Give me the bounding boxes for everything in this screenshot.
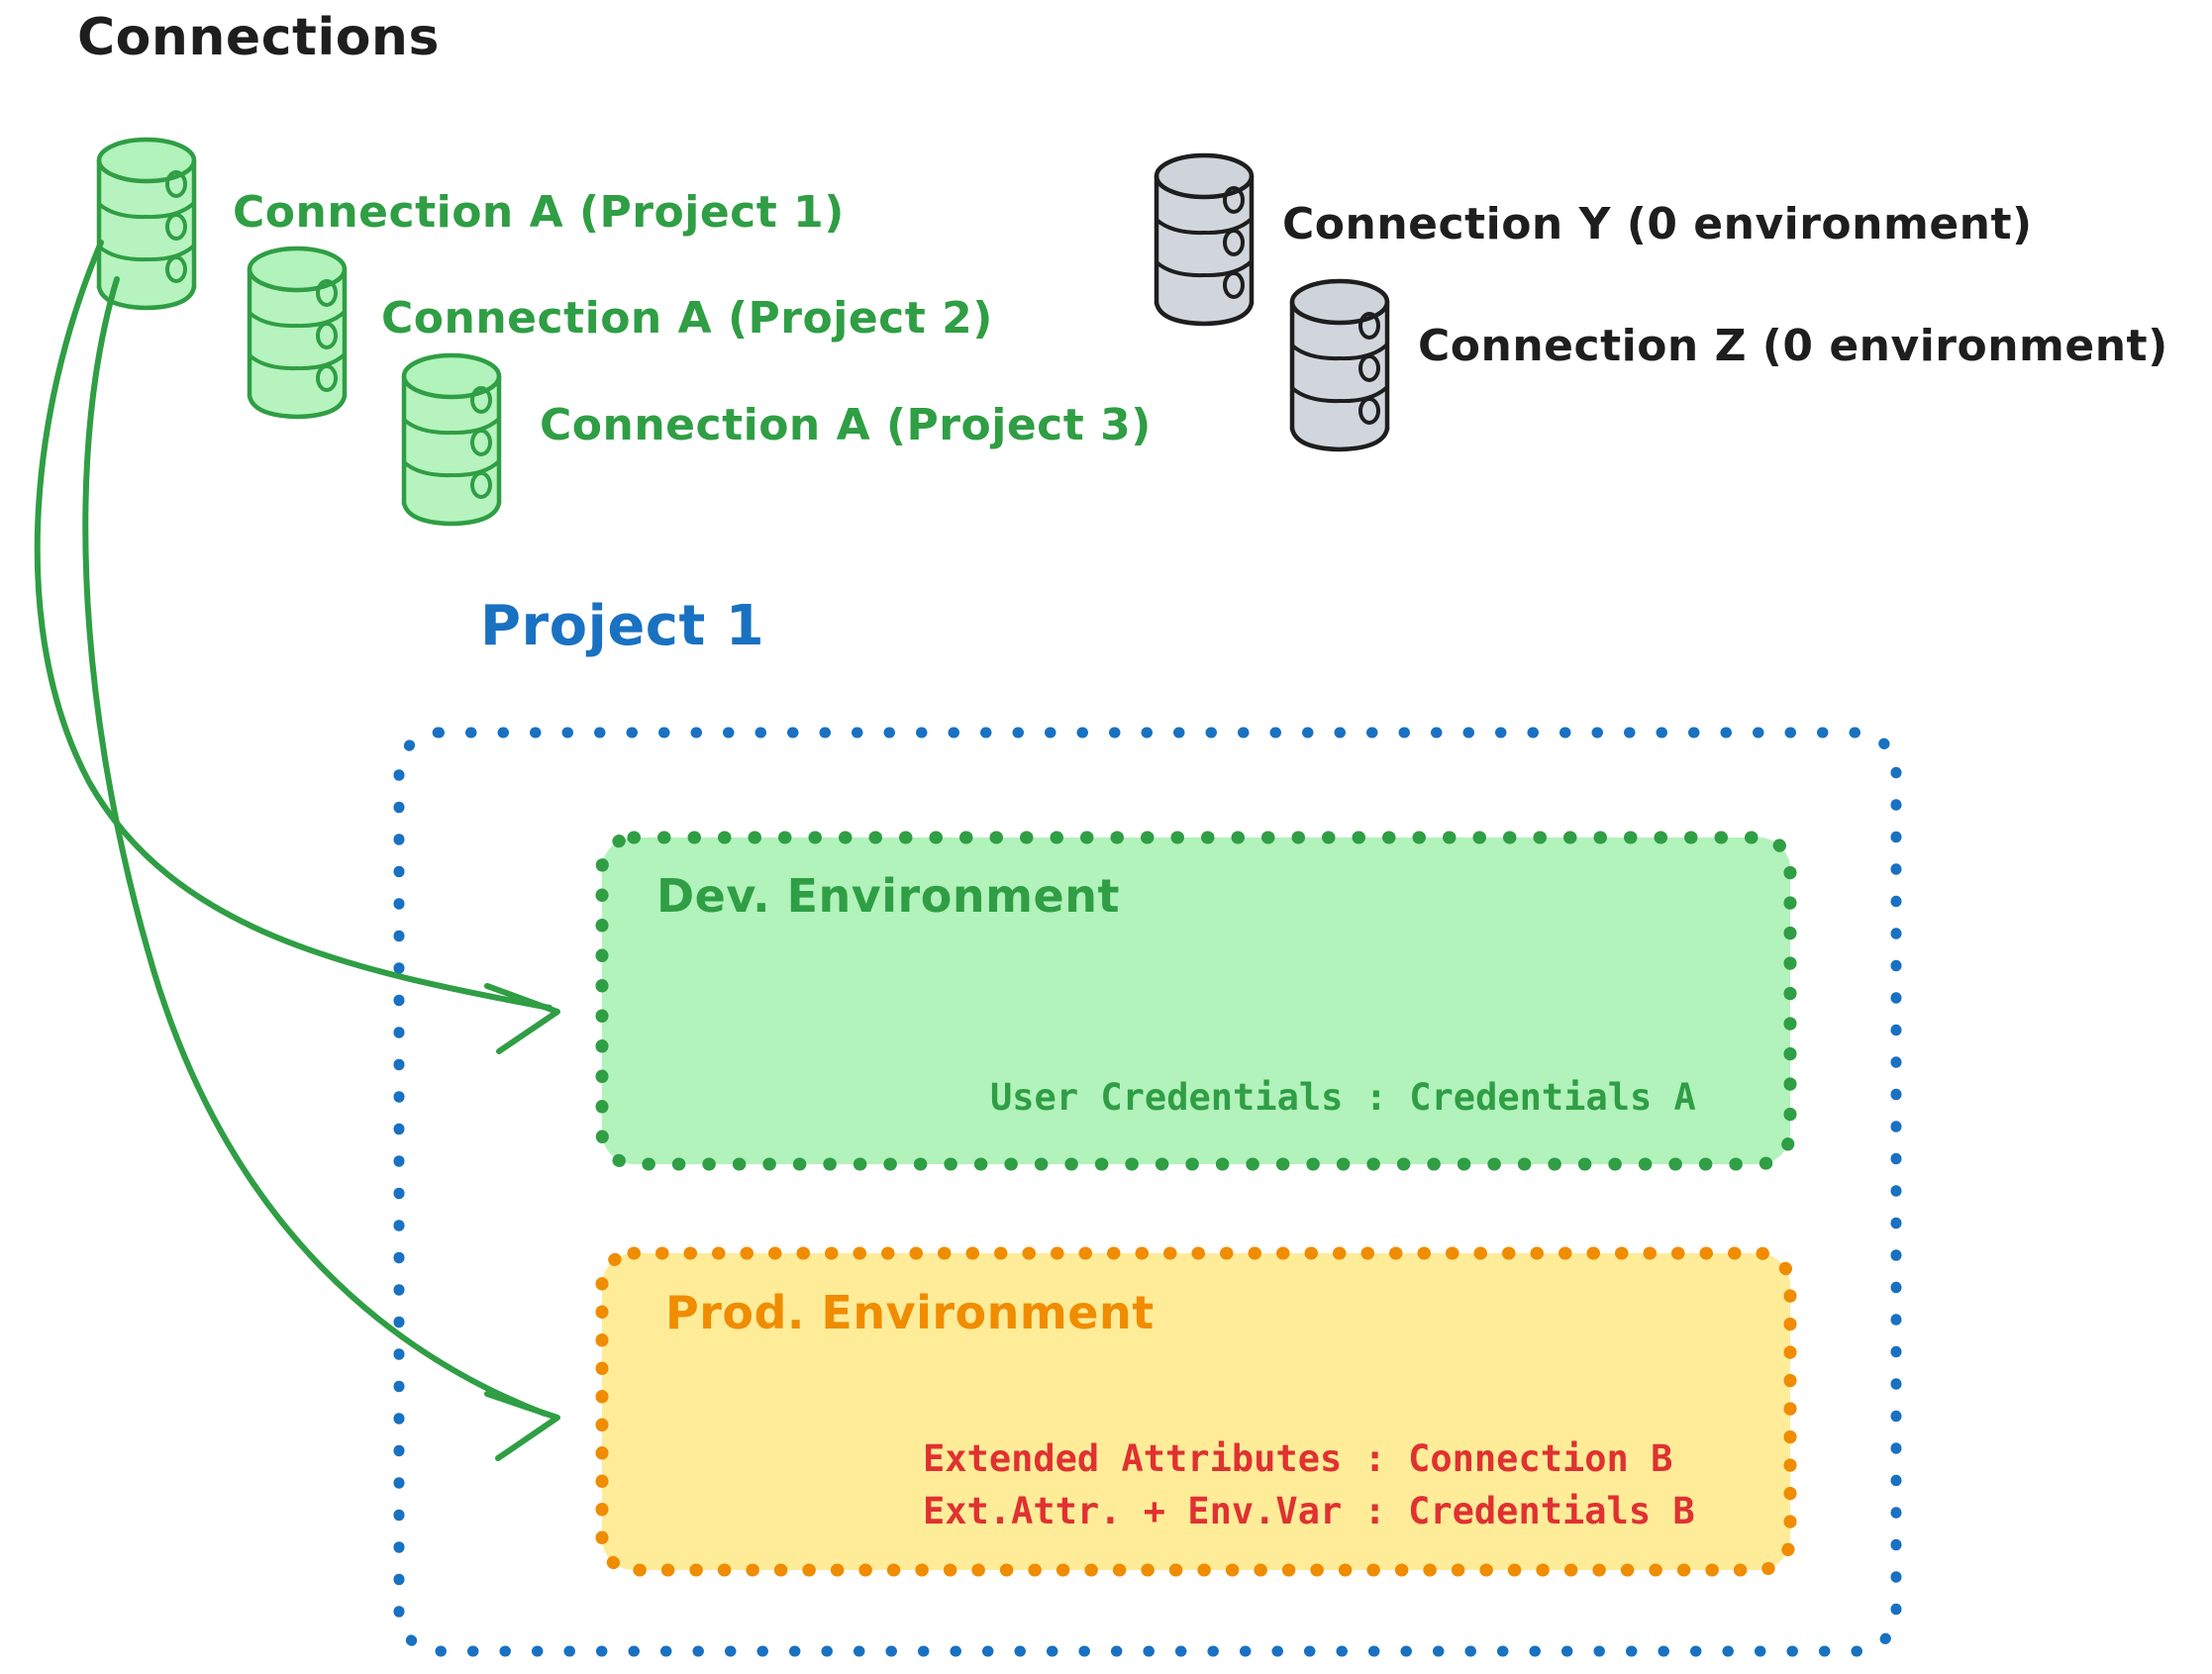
- prod-environment-row-extended-attributes: Extended Attributes : Connection B: [923, 1437, 1673, 1480]
- database-cylinder-icon-connection-a-3[interactable]: [401, 352, 502, 527]
- prod-environment-title: Prod. Environment: [665, 1286, 1155, 1339]
- arrow-connection-a-to-prod-environment: [82, 276, 560, 1461]
- connection-label-a-project-1[interactable]: Connection A (Project 1): [233, 187, 845, 238]
- project-title: Project 1: [480, 594, 765, 658]
- dev-environment-row-user-credentials: User Credentials : Credentials A: [990, 1076, 1696, 1119]
- page-title: Connections: [77, 8, 440, 67]
- arrow-connection-a-to-dev-environment: [34, 240, 560, 1054]
- database-cylinder-icon-connection-a-2[interactable]: [247, 246, 348, 420]
- database-cylinder-icon-connection-a-1[interactable]: [96, 137, 197, 311]
- dev-environment-title: Dev. Environment: [656, 869, 1120, 923]
- database-cylinder-icon-connection-z[interactable]: [1289, 278, 1390, 452]
- connection-label-z[interactable]: Connection Z (0 environment): [1418, 321, 2168, 371]
- connection-label-a-project-3[interactable]: Connection A (Project 3): [540, 400, 1152, 450]
- connection-label-a-project-2[interactable]: Connection A (Project 2): [381, 293, 993, 344]
- connection-label-y[interactable]: Connection Y (0 environment): [1282, 199, 2033, 249]
- project-1-container: [393, 727, 1902, 1657]
- database-cylinder-icon-connection-y[interactable]: [1154, 152, 1255, 327]
- prod-environment-row-ext-attr-env-var: Ext.Attr. + Env.Var : Credentials B: [923, 1490, 1695, 1532]
- dev-environment-box: [595, 831, 1797, 1171]
- prod-environment-box: [595, 1246, 1797, 1577]
